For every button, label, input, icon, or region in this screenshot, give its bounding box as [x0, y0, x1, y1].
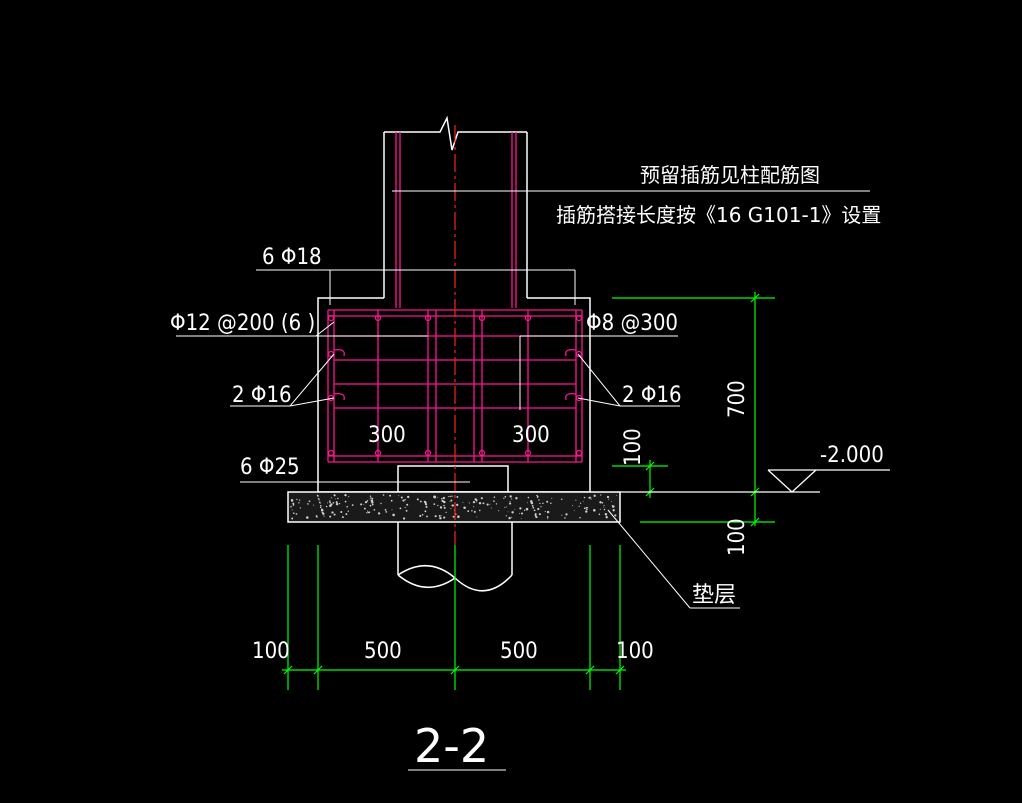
rebar-stirrup-main-label: Φ12 @200 (6 )	[170, 311, 315, 336]
note-line-2: 插筋搭接长度按《16 G101-1》设置	[556, 203, 881, 227]
bed-dim-100: 100	[725, 518, 750, 556]
rebar-6d25-label: 6 Φ25	[240, 455, 300, 480]
elevation-label: -2.000	[820, 443, 884, 468]
leader-lines	[176, 190, 870, 771]
rebar-cage	[327, 132, 583, 463]
inner-dim-300-left: 300	[368, 423, 406, 448]
bottom-dim-100-left: 100	[252, 639, 290, 664]
bottom-dim-100-right: 100	[616, 639, 654, 664]
bedding-speckle	[290, 493, 617, 520]
cover-dim-100: 100	[621, 428, 646, 466]
section-title: 2-2	[414, 719, 489, 773]
elevation-marker	[620, 469, 890, 493]
rebar-stirrup-side-label: Φ8 @300	[586, 311, 678, 336]
note-line-1: 预留插筋见柱配筋图	[640, 163, 820, 187]
bedding-label: 垫层	[692, 583, 736, 608]
bottom-dim-500-left: 500	[364, 639, 402, 664]
rebar-2d16-left-label: 2 Φ16	[232, 383, 292, 408]
bottom-dim-500-right: 500	[500, 639, 538, 664]
pile-cap-outline	[317, 297, 591, 493]
dimension-lines	[282, 292, 775, 690]
inner-dim-300-right: 300	[512, 423, 550, 448]
rebar-2d16-right-label: 2 Φ16	[622, 383, 682, 408]
height-dim-700: 700	[725, 380, 750, 418]
rebar-6d18-label: 6 Φ18	[262, 245, 322, 270]
